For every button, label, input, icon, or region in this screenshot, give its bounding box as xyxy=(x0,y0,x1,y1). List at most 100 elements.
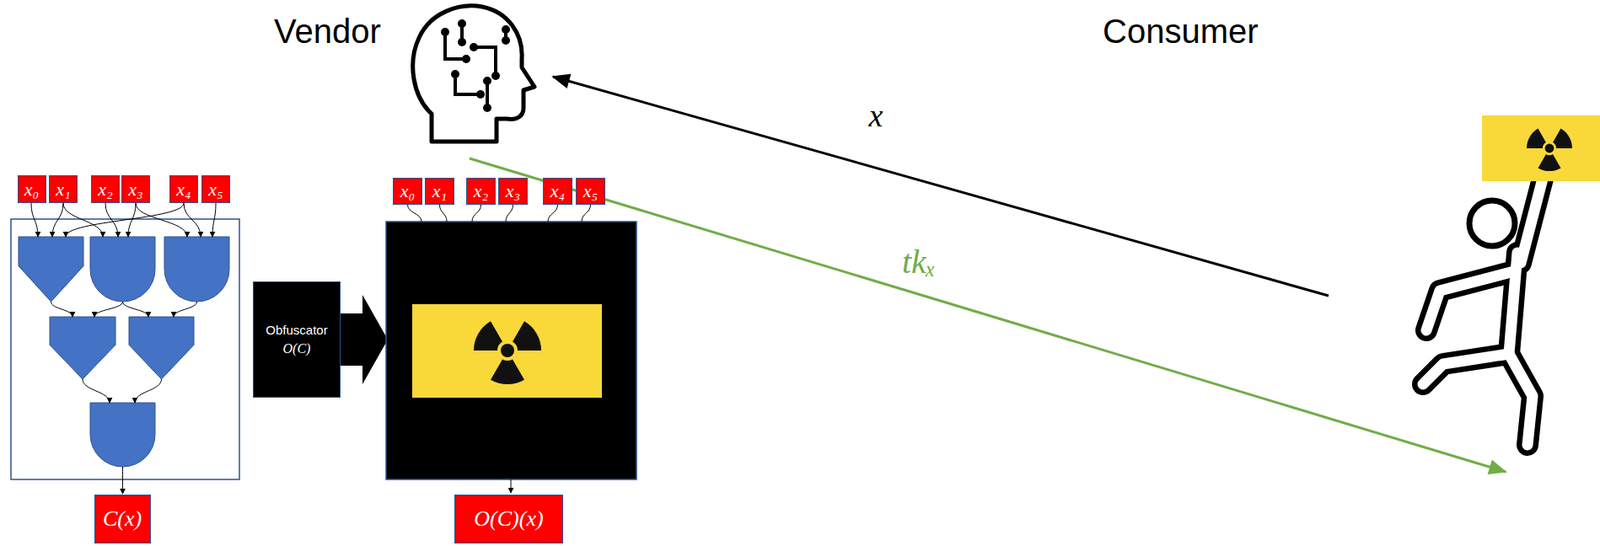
wire xyxy=(408,204,423,222)
output-wire xyxy=(510,479,512,494)
trefoil-blade xyxy=(473,321,503,351)
circuit-node xyxy=(469,42,478,52)
logic-gate xyxy=(90,236,156,302)
message-label: x xyxy=(869,96,884,135)
logic-gate xyxy=(164,236,230,302)
limb-outline xyxy=(1520,178,1543,264)
circuit-node xyxy=(440,27,450,37)
wire xyxy=(472,204,482,222)
person-head xyxy=(1469,200,1515,247)
brain-circuit xyxy=(440,19,511,113)
obfuscated-circuit xyxy=(386,221,637,480)
logic-gate xyxy=(128,316,194,380)
wire xyxy=(440,204,448,222)
circuit-node xyxy=(457,37,467,47)
obfuscator-box: ObfuscatorO(C) xyxy=(252,281,341,398)
wire xyxy=(94,301,124,317)
input-bit-box: x₃ xyxy=(498,177,528,205)
node-text: x₅ xyxy=(208,178,223,200)
limb-fill xyxy=(1508,354,1533,446)
hazard-sign xyxy=(1481,115,1600,182)
input-bit-box: x₁ xyxy=(424,177,455,205)
node-text: x₅ xyxy=(583,180,598,202)
node-text: x₀ xyxy=(400,180,415,202)
trefoil-blade xyxy=(1526,128,1547,149)
node-text: x₂ xyxy=(97,178,113,200)
message-label: tkₓ xyxy=(902,241,936,282)
input-bit-box: x₃ xyxy=(121,175,151,204)
wire xyxy=(82,379,110,403)
logic-gate xyxy=(18,236,84,302)
input-bit-box: x₅ xyxy=(201,175,231,204)
circuit-node xyxy=(501,36,511,45)
limb-outline xyxy=(1426,271,1515,331)
circuit-trace xyxy=(455,74,481,95)
logic-gate xyxy=(90,402,156,468)
actor-name: Consumer xyxy=(1102,11,1370,51)
wire xyxy=(505,204,514,222)
limb-outline xyxy=(1508,354,1533,446)
circuit-node xyxy=(483,103,492,113)
node-text: x₂ xyxy=(473,180,489,202)
wire-group xyxy=(31,203,216,494)
node-text: Obfuscator xyxy=(265,322,328,338)
circuit-node xyxy=(461,54,471,64)
node-text: x₀ xyxy=(24,178,39,200)
head-icon xyxy=(413,5,535,142)
circuit-node xyxy=(491,71,500,81)
actor-label-box: Consumer xyxy=(1328,109,1595,473)
input-bit-box: x₂ xyxy=(466,177,496,205)
node-text: C(x) xyxy=(102,506,142,532)
node-text: x₁ xyxy=(432,180,447,202)
input-bit-box: x₂ xyxy=(91,175,120,204)
circuit-frame xyxy=(10,219,240,480)
input-bit-box: x₄ xyxy=(542,177,573,205)
node-text: x₃ xyxy=(505,180,521,202)
limb-fill xyxy=(1426,271,1515,331)
trefoil-blade xyxy=(490,359,525,385)
input-bit-box: x₄ xyxy=(169,175,199,204)
output-box: C(x) xyxy=(94,494,151,544)
circuit-node xyxy=(483,76,492,86)
node-text: x₃ xyxy=(128,178,143,200)
input-bit-box: x₁ xyxy=(48,175,78,204)
wire xyxy=(547,204,559,222)
wire-group xyxy=(408,204,591,222)
wire xyxy=(31,203,38,237)
wire xyxy=(65,203,184,237)
radiation-symbol xyxy=(1526,128,1573,172)
trefoil-blade xyxy=(512,321,542,351)
circuit-trace xyxy=(473,47,496,76)
limb-outline xyxy=(1422,354,1509,385)
input-bit-box: x₀ xyxy=(392,177,423,205)
wire xyxy=(134,379,162,403)
circuit-node xyxy=(457,19,467,28)
wire xyxy=(581,204,591,222)
limb-fill xyxy=(1422,354,1509,385)
trefoil-centre xyxy=(500,343,515,358)
circuit-node xyxy=(501,25,511,34)
actor-name: Vendor xyxy=(273,11,559,51)
radiation-symbol xyxy=(473,321,542,385)
wire xyxy=(212,203,216,237)
input-bit-box: x₀ xyxy=(17,175,47,204)
wire xyxy=(122,467,124,494)
function-label: O(C) xyxy=(283,341,312,357)
trefoil-blade xyxy=(1552,128,1573,149)
wire xyxy=(128,203,136,237)
obfuscator-arrow-body xyxy=(337,313,365,366)
node-text: x₄ xyxy=(176,178,191,200)
message-arrow xyxy=(469,158,1506,473)
node-text: x₄ xyxy=(550,180,565,202)
trefoil-centre xyxy=(1545,144,1555,154)
message-arrow xyxy=(553,76,1329,296)
person-icon xyxy=(1422,178,1543,446)
obfuscator-arrow-head xyxy=(362,295,388,385)
hazard-panel xyxy=(412,304,602,398)
wire xyxy=(51,301,74,317)
node-text: x₁ xyxy=(55,178,70,200)
limb-fill xyxy=(1520,178,1543,264)
